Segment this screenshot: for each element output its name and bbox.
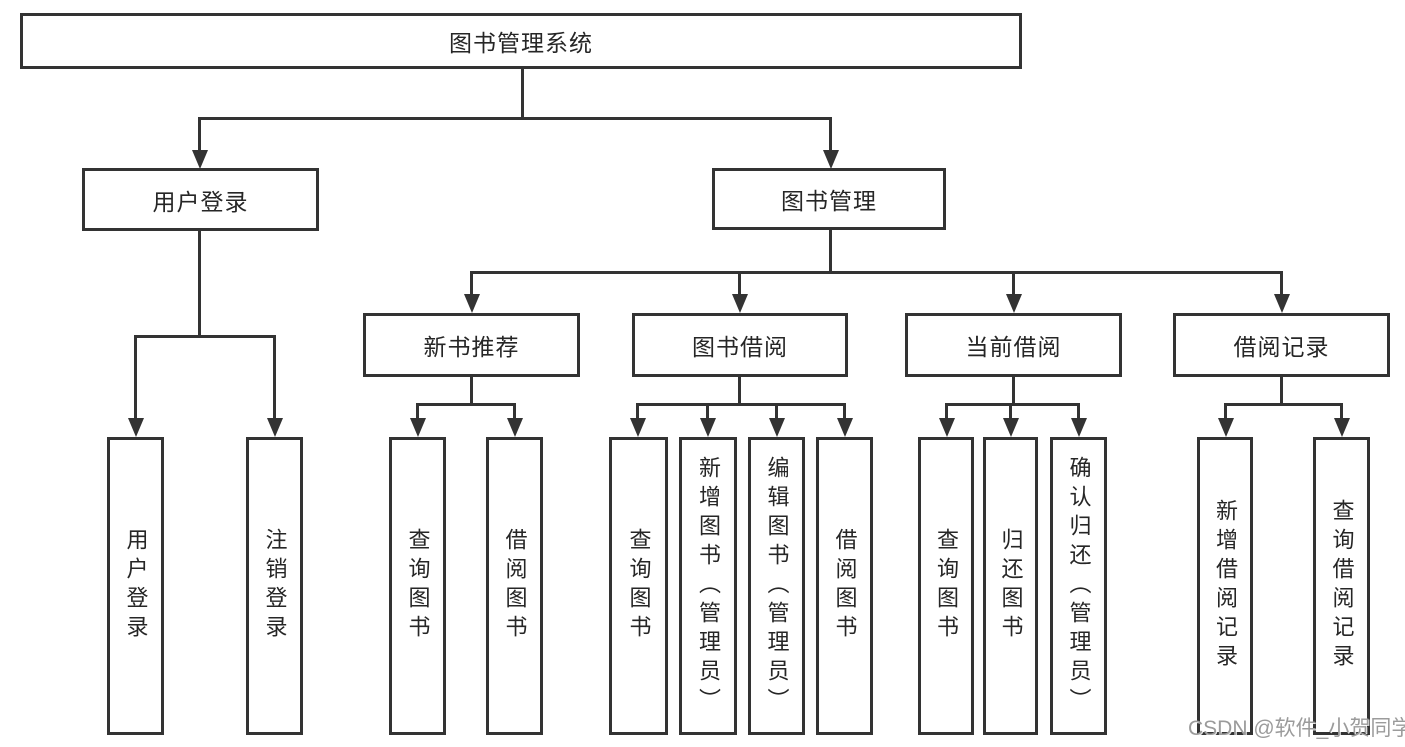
arrow-down-icon: [1218, 418, 1234, 437]
node-current-borrow: 当前借阅: [905, 313, 1122, 377]
connector-drop: [706, 403, 709, 419]
arrow-down-icon: [1003, 418, 1019, 437]
connector-level2-rail: [198, 117, 832, 120]
leaf-add-borrow-record: 新增借阅记录: [1197, 437, 1253, 735]
node-current-borrow-label: 当前借阅: [965, 334, 1062, 360]
leaf-edit-books-admin: 编辑图书（管理员）: [748, 437, 805, 735]
leaf-label: 确认归还（管理员）: [1066, 455, 1092, 717]
arrow-down-icon: [837, 418, 853, 437]
arrow-down-icon: [507, 418, 523, 437]
node-book-borrow-label: 图书借阅: [692, 334, 788, 360]
connector-drop: [1077, 403, 1080, 419]
connector-drop: [513, 403, 516, 419]
leaf-label: 新增图书（管理员）: [696, 455, 721, 717]
connector-drop: [470, 271, 473, 295]
leaf-label: 查询借阅记录: [1329, 499, 1355, 673]
watermark: CSDN @软件_小贺同学: [1188, 717, 1405, 740]
connector-drop: [945, 403, 948, 419]
connector-drop: [1224, 403, 1227, 419]
node-root: 图书管理系统: [20, 13, 1022, 69]
node-book-management: 图书管理: [712, 168, 946, 230]
connector-user-login-stub: [198, 231, 201, 337]
connector-rail: [637, 403, 846, 406]
connector-rail: [417, 403, 515, 406]
connector-stub: [1280, 377, 1283, 405]
arrow-down-icon: [769, 418, 785, 437]
arrow-down-icon: [630, 418, 646, 437]
connector-drop: [273, 335, 276, 419]
leaf-logout: 注销登录: [246, 437, 303, 735]
arrow-down-icon: [1274, 294, 1290, 313]
leaf-query-books: 查询图书: [918, 437, 974, 735]
connector-book-mgmt-stub: [829, 230, 832, 274]
arrow-down-icon: [128, 418, 144, 437]
connector-root-stub: [521, 67, 524, 119]
connector-drop: [738, 271, 741, 295]
node-new-book-recommend: 新书推荐: [363, 313, 580, 377]
leaf-label: 查询图书: [626, 528, 652, 644]
leaf-query-books: 查询图书: [389, 437, 446, 735]
leaf-label: 用户登录: [123, 528, 149, 644]
leaf-label: 编辑图书（管理员）: [764, 455, 790, 717]
leaf-return-books: 归还图书: [983, 437, 1038, 735]
connector-rail: [1224, 403, 1343, 406]
arrow-down-icon: [267, 418, 283, 437]
arrow-down-icon: [192, 150, 208, 169]
connector-stub: [470, 377, 473, 405]
connector-drop: [843, 403, 846, 419]
leaf-borrow-books: 借阅图书: [816, 437, 873, 735]
leaf-query-books: 查询图书: [609, 437, 668, 735]
connector-user-login-rail: [134, 335, 276, 338]
arrow-down-icon: [464, 294, 480, 313]
arrow-down-icon: [823, 150, 839, 169]
node-new-book-recommend-label: 新书推荐: [423, 334, 520, 360]
connector-drop: [1009, 403, 1012, 419]
connector-drop: [1012, 271, 1015, 295]
leaf-label: 新增借阅记录: [1213, 499, 1238, 673]
arrow-down-icon: [700, 418, 716, 437]
arrow-down-icon: [1006, 294, 1022, 313]
connector-book-mgmt-drop: [829, 117, 832, 151]
connector-user-login-drop: [198, 117, 201, 151]
arrow-down-icon: [939, 418, 955, 437]
connector-drop: [1340, 403, 1343, 419]
arrow-down-icon: [1334, 418, 1350, 437]
leaf-label: 查询图书: [405, 528, 431, 644]
connector-stub: [1012, 377, 1015, 405]
connector-drop: [775, 403, 778, 419]
leaf-user-login: 用户登录: [107, 437, 164, 735]
arrow-down-icon: [732, 294, 748, 313]
leaf-label: 查询图书: [934, 528, 959, 644]
node-root-label: 图书管理系统: [449, 30, 593, 56]
connector-drop: [636, 403, 639, 419]
connector-drop: [416, 403, 419, 419]
leaf-label: 注销登录: [262, 528, 288, 644]
leaf-label: 归还图书: [998, 528, 1024, 644]
leaf-label: 借阅图书: [832, 528, 858, 644]
node-book-management-label: 图书管理: [781, 188, 877, 214]
connector-drop: [134, 335, 137, 419]
connector-level3-rail: [470, 271, 1283, 274]
leaf-add-books-admin: 新增图书（管理员）: [679, 437, 737, 735]
node-book-borrow: 图书借阅: [632, 313, 848, 377]
leaf-label: 借阅图书: [502, 528, 528, 644]
node-user-login-label: 用户登录: [152, 188, 249, 215]
connector-rail: [945, 403, 1080, 406]
leaf-query-borrow-record: 查询借阅记录: [1313, 437, 1370, 735]
arrow-down-icon: [1071, 418, 1087, 437]
leaf-confirm-return-admin: 确认归还（管理员）: [1050, 437, 1107, 735]
connector-drop: [1280, 271, 1283, 295]
node-borrow-records: 借阅记录: [1173, 313, 1390, 377]
connector-stub: [738, 377, 741, 405]
node-user-login: 用户登录: [82, 168, 319, 231]
arrow-down-icon: [410, 418, 426, 437]
leaf-borrow-books: 借阅图书: [486, 437, 543, 735]
node-borrow-records-label: 借阅记录: [1233, 334, 1330, 360]
